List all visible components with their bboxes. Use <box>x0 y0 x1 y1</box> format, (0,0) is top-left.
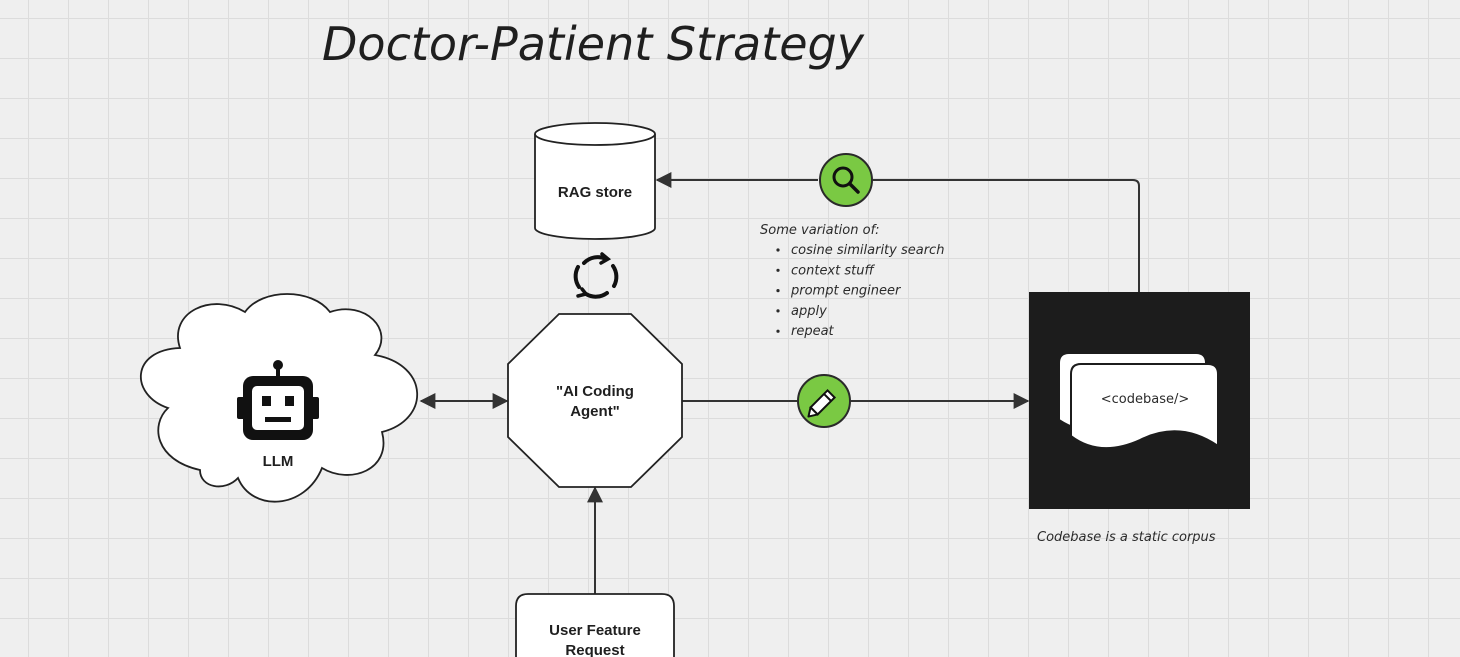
bullet-dot <box>776 329 780 333</box>
ai-coding-agent-node[interactable]: "AI Coding Agent" <box>507 313 683 488</box>
user-request-label-line2: Request <box>565 642 624 657</box>
robot-icon <box>237 360 319 440</box>
bullet-dot <box>776 309 780 313</box>
codebase-node[interactable]: <codebase/> <box>1029 292 1250 509</box>
variation-item: prompt engineer <box>790 284 902 299</box>
agent-label-line1: "AI Coding <box>556 383 634 400</box>
variation-item: context stuff <box>791 263 875 278</box>
variation-item: apply <box>791 304 827 319</box>
diagram-title: Doctor-Patient Strategy <box>322 17 865 71</box>
llm-label: LLM <box>263 453 294 470</box>
rag-store-label: RAG store <box>558 184 632 201</box>
variation-note: Some variation of: cosine similarity sea… <box>760 223 944 339</box>
codebase-label: <codebase/> <box>1101 392 1190 407</box>
bullet-dot <box>776 248 780 252</box>
rag-store-node[interactable]: RAG store <box>534 122 656 240</box>
variation-item: cosine similarity search <box>791 243 944 258</box>
variation-list: cosine similarity search context stuff pro… <box>776 243 944 339</box>
agent-label-line2: Agent" <box>570 403 620 420</box>
magnifier-icon <box>832 166 860 194</box>
bullet-dot <box>776 289 780 293</box>
user-request-label-line1: User Feature <box>549 622 641 639</box>
bullet-dot <box>776 268 780 272</box>
llm-cloud-node[interactable]: LLM <box>140 293 418 503</box>
user-feature-request-node[interactable]: User Feature Request <box>515 593 675 657</box>
codebase-caption: Codebase is a static corpus <box>1037 530 1216 545</box>
edge-codebase-to-search <box>873 179 1140 292</box>
search-step-icon[interactable] <box>819 153 873 207</box>
pencil-icon <box>807 388 837 418</box>
edit-step-icon[interactable] <box>797 374 851 428</box>
variation-heading: Some variation of: <box>760 223 880 238</box>
refresh-cycle-icon <box>573 252 619 299</box>
variation-item: repeat <box>791 324 835 339</box>
